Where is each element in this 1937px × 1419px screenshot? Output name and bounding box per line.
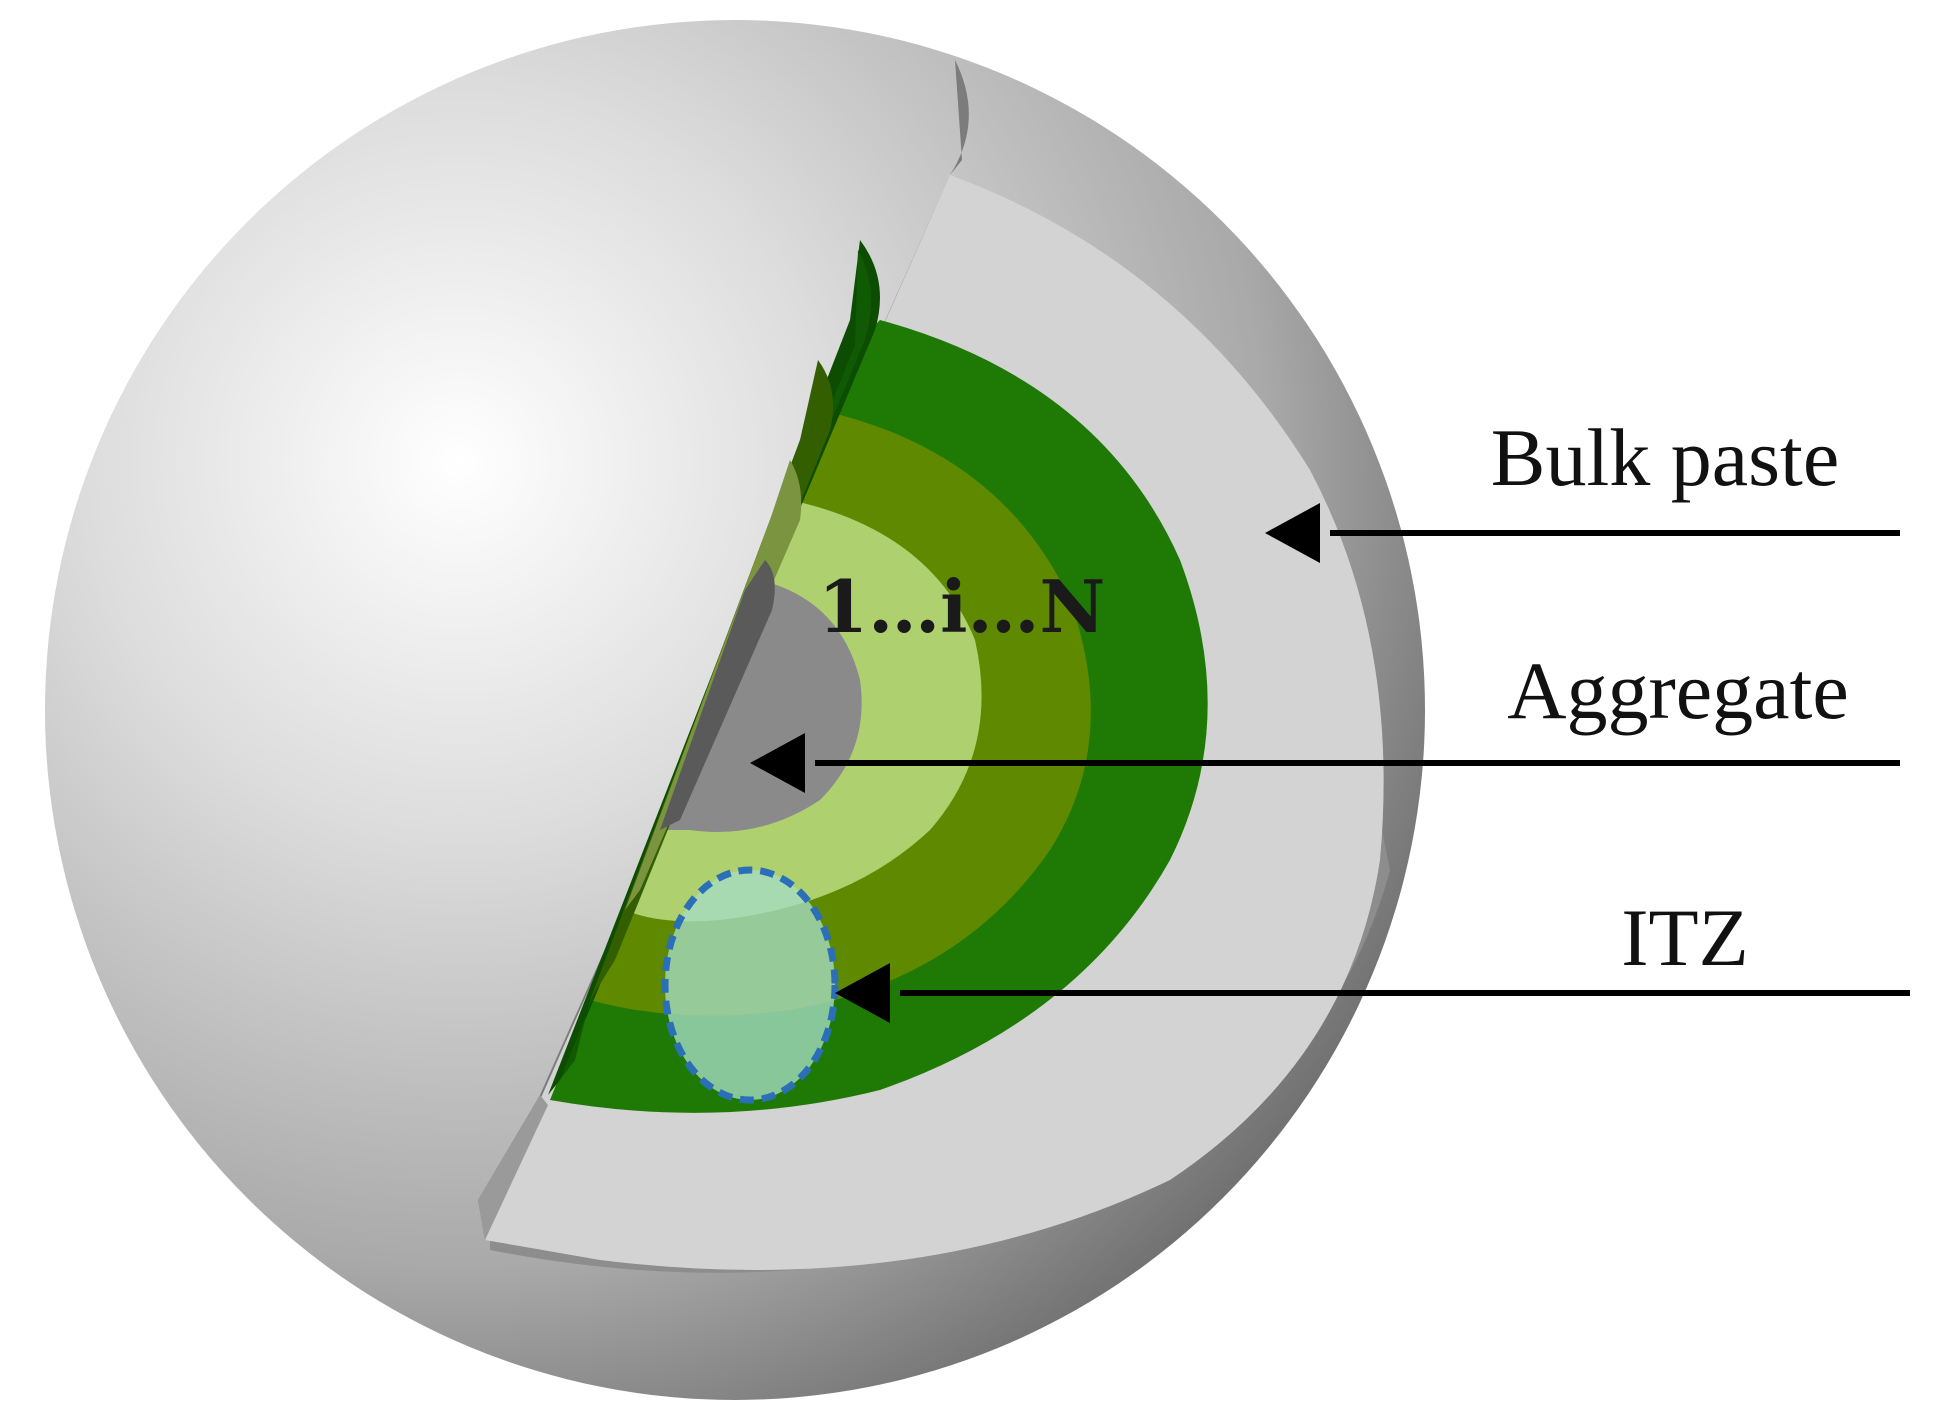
aggregate-label: Aggregate: [1507, 645, 1849, 736]
aggregate-core: [660, 580, 862, 832]
aggregate-wall: [660, 560, 775, 830]
arrow-left-icon: [1265, 503, 1900, 563]
itz-label: ITZ: [1621, 892, 1748, 983]
layer-index-label: 1…i…N: [818, 564, 1105, 649]
shell-wall-edge: [478, 1095, 548, 1240]
bulk-paste-label: Bulk paste: [1491, 412, 1839, 503]
arrow-left-icon: [750, 733, 1900, 793]
itz-highlight: [661, 866, 839, 1104]
arrow-left-icon: [835, 963, 1910, 1023]
